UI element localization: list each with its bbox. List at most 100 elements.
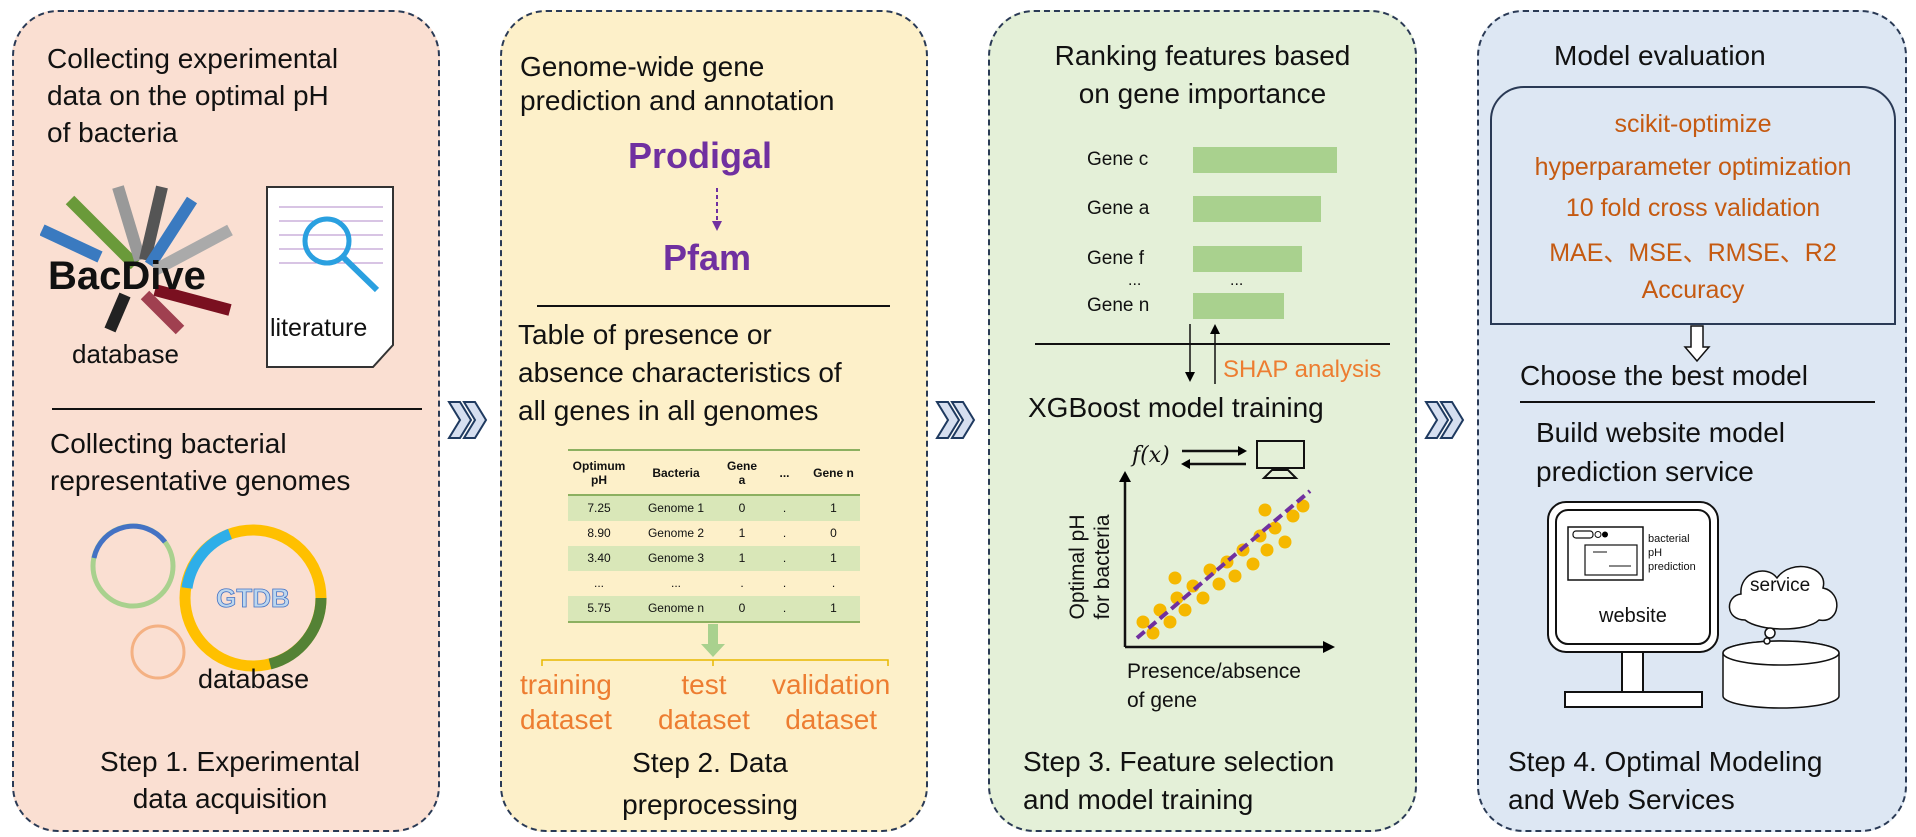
data-point — [1168, 571, 1182, 585]
line: prediction — [1648, 561, 1696, 573]
arrow-chevron-icon — [935, 401, 976, 439]
divider — [1035, 343, 1390, 345]
line: hyperparameter optimization — [1534, 153, 1852, 181]
exchange-computer-icon — [1181, 440, 1305, 479]
line: for bacteria — [1091, 514, 1114, 620]
line: validation — [772, 669, 891, 700]
literature-icon — [266, 186, 394, 368]
x-axis-label: Presence/absence of gene — [1127, 657, 1301, 715]
line: MAE、MSE、RMSE、R2 — [1549, 239, 1837, 267]
importance-bar — [1193, 293, 1284, 319]
line: Step 3. Feature selection — [1023, 746, 1335, 777]
scatter-plot — [1119, 471, 1335, 653]
line: Table of presence or — [518, 319, 772, 350]
panel-step2 — [500, 10, 928, 832]
down-arrow-icon — [1683, 325, 1711, 363]
model-eval-title: Model evaluation — [1554, 40, 1766, 71]
data-point — [1146, 626, 1160, 640]
gtdb-text: GTDB — [216, 583, 290, 613]
td: . — [762, 596, 807, 622]
fit-line — [1135, 489, 1312, 640]
data-point — [1203, 563, 1217, 577]
line: Ranking features based — [1054, 40, 1351, 71]
line: training — [520, 669, 612, 700]
line: preprocessing — [622, 789, 798, 820]
th: Bacteria — [652, 465, 700, 480]
th: Gene a — [726, 458, 757, 487]
up-down-arrows-icon — [1185, 324, 1220, 384]
line: bacterial — [1648, 533, 1690, 545]
line: of bacteria — [47, 117, 178, 148]
data-point — [1163, 615, 1177, 629]
td: 1 — [807, 495, 860, 521]
line: Step 1. Experimental — [100, 746, 360, 777]
td: ... — [593, 576, 604, 590]
bacdive-logo: BacDive — [40, 185, 233, 335]
td: . — [831, 576, 836, 590]
ellipsis: ... — [1128, 272, 1142, 289]
fx-label: f(x) — [1132, 443, 1170, 468]
td: 8.90 — [587, 526, 611, 540]
line: 10 fold cross validation — [1565, 194, 1821, 222]
data-point — [1178, 603, 1192, 617]
data-point — [1278, 535, 1292, 549]
line: Genome-wide gene — [520, 51, 765, 82]
divider — [1520, 401, 1875, 403]
line: all genes in all genomes — [518, 395, 819, 426]
database-label: database — [72, 339, 179, 369]
td: Genome 1 — [630, 495, 722, 521]
line: scikit-optimize — [1614, 110, 1772, 138]
xgboost-label: XGBoost model training — [1028, 392, 1324, 423]
data-point — [1268, 521, 1282, 535]
literature-label: literature — [270, 314, 368, 342]
gene-label: Gene f — [1087, 248, 1145, 269]
website-computer-icon — [1547, 501, 1840, 709]
line: prediction and annotation — [520, 85, 835, 116]
gtdb-database-label: database — [198, 664, 310, 694]
data-point — [1136, 615, 1150, 629]
data-point — [1286, 509, 1300, 523]
line: absence characteristics of — [518, 357, 842, 388]
line: Presence/absence — [1127, 660, 1301, 683]
td: 3.40 — [568, 546, 630, 571]
line: data acquisition — [132, 783, 328, 814]
td: 0 — [722, 596, 762, 622]
table-row: ......... — [568, 571, 860, 596]
data-point — [1296, 499, 1310, 513]
arrow-chevron-icon — [447, 401, 488, 439]
data-point — [1246, 557, 1260, 571]
line: prediction service — [1536, 456, 1754, 487]
data-point — [1196, 591, 1210, 605]
td: . — [762, 546, 807, 571]
gtdb-logo: GTDB — [90, 523, 327, 680]
line: and Web Services — [1508, 784, 1735, 815]
td: . — [762, 495, 807, 521]
prodigal-label: Prodigal — [628, 135, 773, 176]
line: data on the optimal pH — [47, 80, 329, 111]
line: of gene — [1127, 689, 1198, 712]
website-label: website — [1599, 605, 1667, 627]
data-point — [1212, 577, 1226, 591]
td: . — [782, 576, 787, 590]
divider — [537, 305, 890, 307]
line: representative genomes — [50, 465, 351, 496]
gene-label: Gene c — [1087, 149, 1149, 170]
split-arrows — [541, 624, 889, 666]
line: test — [681, 669, 727, 700]
importance-bar — [1193, 246, 1303, 272]
bacdive-text: BacDive — [48, 254, 206, 298]
td: 1 — [722, 546, 762, 571]
td: 0 — [722, 495, 762, 521]
choose-best-model: Choose the best model — [1520, 360, 1808, 391]
